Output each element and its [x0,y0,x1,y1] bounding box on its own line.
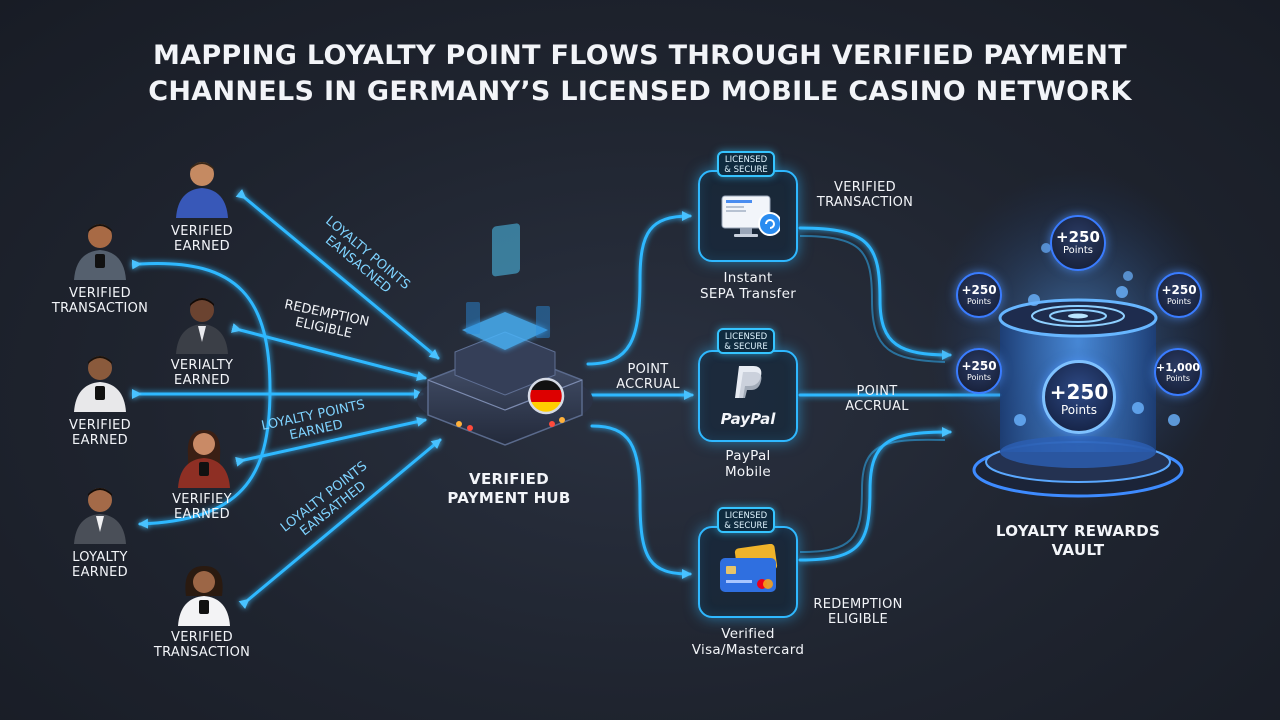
paypal-logo: PayPal [720,410,776,428]
channel-card-paypal[interactable]: PayPal [698,350,798,442]
channel-card-sepa[interactable] [698,170,798,262]
flow-arrow-user-7 [238,438,442,609]
user-avatar [70,218,130,280]
credit-card-icon [716,543,782,600]
user-avatar [174,426,234,488]
paypal-icon [700,364,796,404]
flow-loop-left [131,259,272,529]
flow-card-to-vault [798,427,952,562]
germany-flag-icon [527,377,565,415]
flow-arrow-user-3 [231,323,427,381]
user-avatar [172,292,232,354]
user-avatar [174,564,234,626]
payment-hub-server [417,223,593,446]
user-avatar [172,156,232,218]
licensed-badge: LICENSED& SECURE [717,151,775,177]
licensed-badge: LICENSED& SECURE [717,507,775,533]
flow-hub-to-card [590,424,692,579]
monitor-icon [716,190,782,246]
channel-card-visa[interactable] [698,526,798,618]
user-avatar [70,350,130,412]
flow-sepa-to-vault [798,226,952,360]
title-line-1: MAPPING LOYALTY POINT FLOWS THROUGH VERI… [152,40,1128,71]
flow-hub-to-sepa [586,211,692,366]
licensed-badge: LICENSED& SECURE [717,328,775,354]
title-line-2: CHANNELS IN GERMANY’S LICENSED MOBILE CA… [148,76,1132,107]
user-avatar [70,482,130,544]
loyalty-vault [928,170,1228,510]
